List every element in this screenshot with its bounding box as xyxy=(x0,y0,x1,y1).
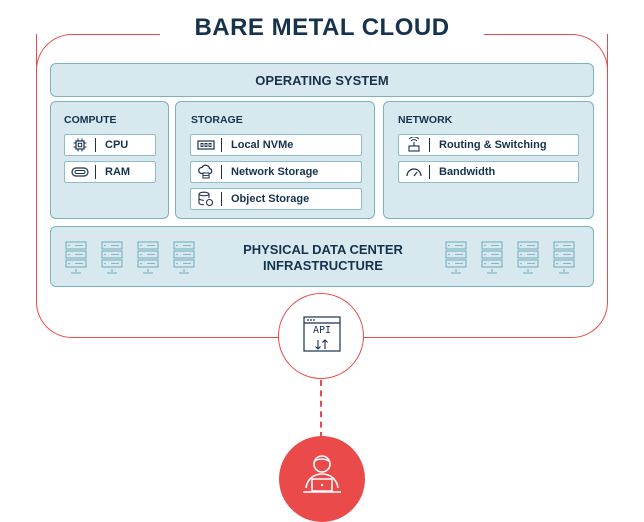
server-rack-icon xyxy=(517,241,539,280)
cpu-label: CPU xyxy=(105,139,129,151)
router-icon xyxy=(399,134,429,156)
server-racks-left xyxy=(65,241,215,275)
server-rack-icon xyxy=(481,241,503,280)
api-label: API xyxy=(312,325,332,336)
infrastructure-label: PHYSICAL DATA CENTER INFRASTRUCTURE xyxy=(221,242,425,274)
user-laptop-icon xyxy=(301,452,343,503)
network-item-bandwidth: Bandwidth xyxy=(398,161,579,183)
bandwidth-label: Bandwidth xyxy=(439,166,496,178)
server-rack-icon xyxy=(65,241,87,280)
page-title: BARE METAL CLOUD xyxy=(194,14,450,41)
storage-panel: STORAGE Local NVMe Network Storage Objec… xyxy=(175,101,375,219)
storage-item-object-storage: Object Storage xyxy=(190,188,362,210)
infrastructure-line-1: PHYSICAL DATA CENTER xyxy=(243,242,403,257)
infrastructure-line-2: INFRASTRUCTURE xyxy=(263,258,383,273)
api-connector-line xyxy=(320,380,322,438)
compute-item-cpu: CPU xyxy=(64,134,156,156)
object-storage-label: Object Storage xyxy=(231,193,310,205)
api-node: API xyxy=(278,293,364,379)
storage-label: STORAGE xyxy=(191,114,243,126)
network-item-routing: Routing & Switching xyxy=(398,134,579,156)
object-storage-icon xyxy=(191,188,221,210)
nvme-icon xyxy=(191,134,221,156)
network-storage-label: Network Storage xyxy=(231,166,319,178)
storage-item-local-nvme: Local NVMe xyxy=(190,134,362,156)
compute-panel: COMPUTE CPU RAM xyxy=(50,101,169,219)
routing-label: Routing & Switching xyxy=(439,139,547,151)
gauge-icon xyxy=(399,161,429,183)
ram-label: RAM xyxy=(105,166,131,178)
user-node xyxy=(279,436,365,522)
compute-item-ram: RAM xyxy=(64,161,156,183)
operating-system-label: OPERATING SYSTEM xyxy=(255,72,389,88)
server-rack-icon xyxy=(553,241,575,280)
api-window-icon xyxy=(303,316,341,361)
local-nvme-label: Local NVMe xyxy=(231,139,294,151)
network-panel: NETWORK Routing & Switching Bandwidth xyxy=(383,101,594,219)
compute-label: COMPUTE xyxy=(64,114,117,126)
storage-item-network-storage: Network Storage xyxy=(190,161,362,183)
server-racks-right xyxy=(445,241,595,275)
operating-system-layer: OPERATING SYSTEM xyxy=(50,63,594,97)
ram-icon xyxy=(65,161,95,183)
server-rack-icon xyxy=(173,241,195,280)
infrastructure-layer: PHYSICAL DATA CENTER INFRASTRUCTURE xyxy=(50,226,594,287)
server-rack-icon xyxy=(137,241,159,280)
server-rack-icon xyxy=(101,241,123,280)
server-rack-icon xyxy=(445,241,467,280)
cloud-storage-icon xyxy=(191,161,221,183)
network-label: NETWORK xyxy=(398,114,453,126)
cpu-icon xyxy=(65,134,95,156)
